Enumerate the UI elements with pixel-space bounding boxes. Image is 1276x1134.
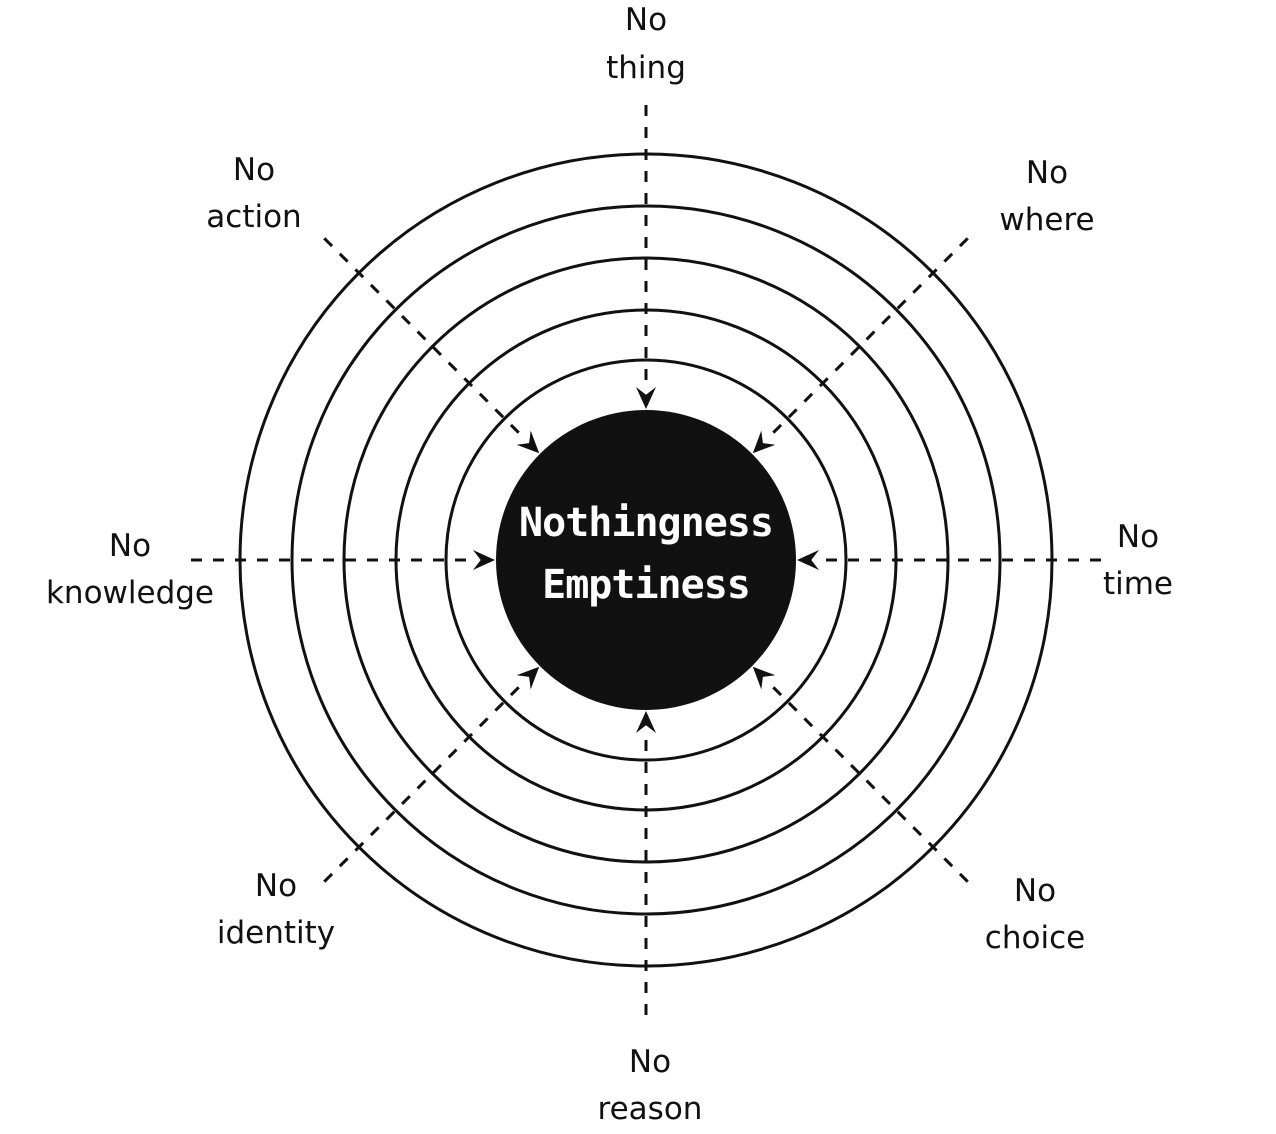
ray-no-time: [797, 550, 1101, 570]
ray-tick-no-where-5: [928, 268, 938, 278]
label-no-thing-line2: thing: [606, 50, 686, 86]
ray-no-identity: [323, 666, 540, 883]
label-no-where-line1: No: [1026, 155, 1068, 191]
ray-tick-no-where-4: [891, 305, 901, 315]
ray-tick-no-identity-4: [391, 805, 401, 815]
ray-line-no-choice: [767, 681, 969, 883]
ray-labels: NothingNowhereNotimeNochoiceNoreasonNoid…: [46, 2, 1173, 1127]
ray-tick-no-choice-1: [783, 697, 792, 706]
ray-tick-no-choice-2: [818, 732, 828, 742]
ray-no-thing: [636, 105, 656, 409]
label-no-knowledge-line1: No: [109, 528, 151, 564]
ray-tick-no-choice-4: [891, 805, 901, 815]
label-no-time-line1: No: [1117, 519, 1159, 555]
label-no-knowledge: No knowledge: [46, 528, 214, 611]
ray-no-where: [752, 237, 969, 454]
label-no-reason-line2: reason: [598, 1091, 703, 1127]
center-label-emptiness: Emptiness: [542, 562, 750, 608]
arrowhead-no-identity: [516, 666, 540, 690]
label-no-choice: No choice: [985, 873, 1085, 956]
ray-tick-no-choice-3: [855, 769, 864, 778]
ray-tick-no-action-3: [428, 342, 437, 351]
ray-tick-no-where-1: [783, 414, 792, 423]
arrowhead-no-time: [797, 550, 819, 570]
ray-tick-no-choice-5: [928, 842, 938, 852]
ray-tick-no-where-3: [855, 342, 864, 351]
label-no-reason-line1: No: [629, 1044, 671, 1080]
ray-tick-no-identity-2: [464, 732, 474, 742]
arrowhead-no-reason: [636, 711, 656, 733]
center-label-nothingness: Nothingness: [519, 500, 773, 546]
ray-line-no-identity: [323, 681, 525, 883]
ray-line-no-action: [323, 237, 525, 439]
ray-no-choice: [752, 666, 969, 883]
ray-line-no-where: [767, 237, 969, 439]
arrowhead-no-thing: [636, 387, 656, 409]
ray-tick-no-where-2: [818, 378, 828, 388]
arrowhead-no-action: [516, 430, 540, 454]
label-no-action: No action: [206, 152, 301, 235]
arrowhead-no-where: [752, 430, 776, 454]
label-no-choice-line2: choice: [985, 920, 1085, 956]
label-no-where: No where: [999, 155, 1094, 238]
label-no-identity-line2: identity: [217, 915, 335, 951]
label-no-action-line2: action: [206, 199, 301, 235]
dashed-rays: [191, 105, 1101, 1015]
ray-no-action: [323, 237, 540, 454]
label-no-action-line1: No: [233, 152, 275, 188]
arrowhead-no-choice: [752, 666, 776, 690]
ray-tick-no-identity-5: [354, 842, 364, 852]
center-disc: [496, 410, 796, 710]
ray-tick-no-action-2: [464, 378, 474, 388]
ray-tick-no-identity-3: [428, 769, 437, 778]
ray-tick-no-identity-1: [500, 697, 509, 706]
label-no-knowledge-line2: knowledge: [46, 575, 214, 611]
label-no-thing-line1: No: [625, 2, 667, 38]
label-no-time-line2: time: [1103, 566, 1173, 602]
label-no-identity: No identity: [217, 868, 335, 951]
ray-no-knowledge: [191, 550, 495, 570]
label-no-choice-line1: No: [1014, 873, 1056, 909]
ray-tick-no-action-4: [391, 305, 401, 315]
label-no-reason: No reason: [598, 1044, 703, 1127]
arrowhead-no-knowledge: [473, 550, 495, 570]
ray-tick-no-action-5: [354, 268, 364, 278]
ray-tick-no-action-1: [500, 414, 509, 423]
label-no-identity-line1: No: [255, 868, 297, 904]
ray-no-reason: [636, 711, 656, 1015]
label-no-thing: No thing: [606, 2, 686, 86]
label-no-where-line2: where: [999, 202, 1094, 238]
label-no-time: No time: [1103, 519, 1173, 602]
center-node: Nothingness Emptiness: [496, 410, 796, 710]
